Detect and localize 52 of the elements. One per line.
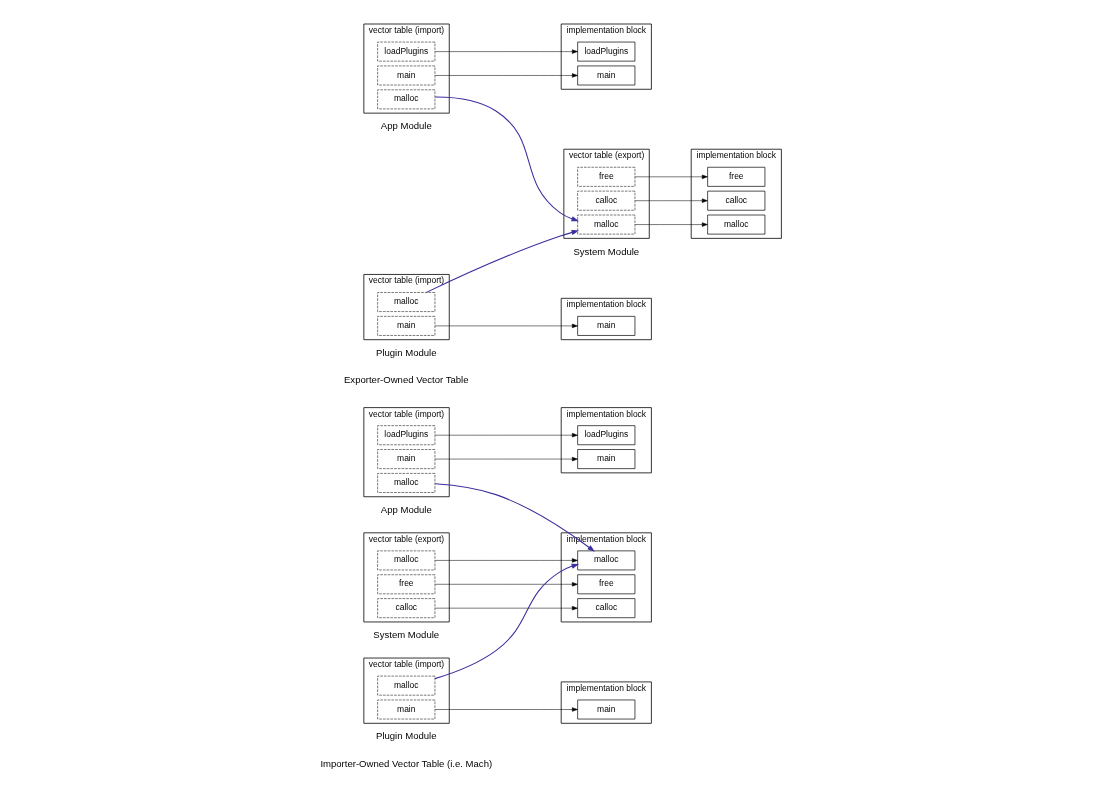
node-box: loadPlugins xyxy=(376,41,435,61)
node-box: malloc xyxy=(376,472,435,493)
arrow xyxy=(433,482,595,552)
label: Exporter-Owned Vector Table xyxy=(343,373,469,385)
arrow xyxy=(434,432,578,437)
arrow xyxy=(433,563,579,679)
node-box: free xyxy=(706,166,765,187)
label: App Module xyxy=(380,503,432,515)
arrow xyxy=(434,96,579,221)
node-box: malloc xyxy=(376,89,435,109)
node-box: malloc xyxy=(706,214,765,234)
node-box: main xyxy=(376,315,435,336)
arrow xyxy=(434,323,578,328)
node-box: main xyxy=(576,315,635,336)
node-box: calloc xyxy=(576,190,635,210)
node-box: main xyxy=(576,448,635,469)
arrow xyxy=(425,229,579,293)
node-box: main xyxy=(576,65,635,85)
label: System Module xyxy=(372,628,439,640)
node-box: malloc xyxy=(376,675,435,695)
node-box: main xyxy=(376,699,435,719)
label: Plugin Module xyxy=(375,346,437,358)
label: App Module xyxy=(380,119,432,131)
label: Plugin Module xyxy=(375,729,437,741)
node-box: loadPlugins xyxy=(376,424,435,445)
label: System Module xyxy=(572,244,639,256)
arrow xyxy=(634,198,708,203)
node-box: malloc xyxy=(576,214,635,234)
arrow xyxy=(434,557,578,563)
arrow xyxy=(634,221,708,227)
node-box: calloc xyxy=(706,190,765,211)
node-box: free xyxy=(376,573,435,594)
node-box: free xyxy=(576,166,635,187)
node-box: calloc xyxy=(376,597,435,618)
node-box: malloc xyxy=(376,291,435,312)
label: Importer-Owned Vector Table (i.e. Mach) xyxy=(319,757,492,769)
node-box: loadPlugins xyxy=(576,41,635,61)
arrow xyxy=(434,48,578,54)
arrow xyxy=(434,72,578,78)
arrow xyxy=(434,456,578,461)
node-box: main xyxy=(576,699,635,719)
node-box: malloc xyxy=(376,550,435,570)
node-box: main xyxy=(376,65,435,85)
arrow xyxy=(434,706,578,712)
arrow xyxy=(434,581,578,586)
arrow xyxy=(434,605,578,610)
node-box: malloc xyxy=(576,550,635,570)
node-box: main xyxy=(376,448,435,469)
node-box: free xyxy=(576,573,635,594)
arrow xyxy=(634,174,708,179)
node-box: loadPlugins xyxy=(576,424,635,445)
node-box: calloc xyxy=(576,597,635,618)
